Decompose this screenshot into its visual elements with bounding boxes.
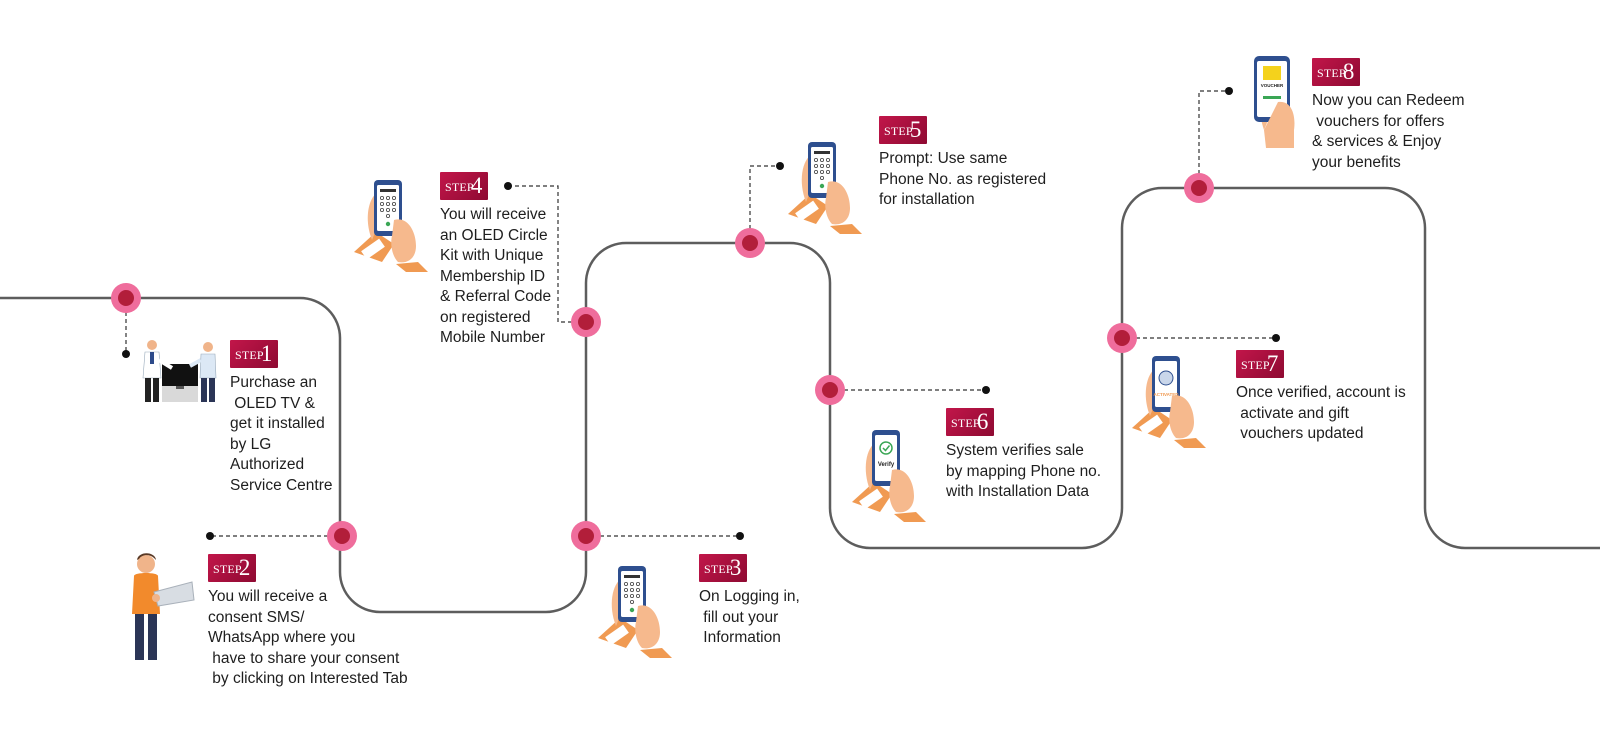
step-badge: STEP6: [946, 408, 995, 436]
leader-line-step5: [749, 165, 780, 243]
leader-end-dots: [122, 87, 1280, 540]
leader-dot-step5: [776, 162, 784, 170]
leader-dot-step1: [122, 350, 130, 358]
leader-dot-step3: [736, 532, 744, 540]
step-description: You will receive an OLED Circle Kit with…: [440, 206, 552, 346]
step-badge: STEP5: [879, 116, 928, 144]
svg-text:Verify: Verify: [878, 462, 895, 468]
step-4: STEP4 You will receive an OLED Circle Ki…: [440, 172, 551, 349]
leader-dot-step4: [504, 182, 512, 190]
step-badge: STEP8: [1312, 58, 1361, 86]
step-description: On Logging in, fill out your Information: [699, 588, 800, 646]
tv-installation-icon: [142, 340, 217, 402]
step-8: STEP8 Now you can Redeem vouchers for of…: [1312, 58, 1465, 173]
phone-voucher-icon: VOUCHER: [1254, 56, 1295, 148]
step-description: You will receive a consent SMS/ WhatsApp…: [208, 588, 408, 687]
phone-activated-icon: ACTIVATED: [1132, 356, 1206, 448]
path-node-step3: [571, 521, 601, 551]
svg-text:VOUCHER: VOUCHER: [1261, 83, 1284, 88]
phone-dialer-icon: [598, 566, 672, 658]
path-node-step5: [735, 228, 765, 258]
path-node-step8: [1184, 173, 1214, 203]
step-badge: STEP3: [699, 554, 748, 582]
step-badge: STEP2: [208, 554, 257, 582]
step-description: Prompt: Use same Phone No. as registered…: [879, 150, 1047, 208]
step-badge: STEP7: [1236, 350, 1285, 378]
step-description: Once verified, account is activate and g…: [1236, 384, 1406, 442]
step-1: STEP1 Purchase an OLED TV & get it insta…: [230, 340, 333, 496]
leader-dot-step8: [1225, 87, 1233, 95]
step-description: Purchase an OLED TV & get it installed b…: [230, 374, 333, 494]
leader-dot-step7: [1272, 334, 1280, 342]
step-3: STEP3 On Logging in, fill out your Infor…: [699, 554, 800, 649]
path-nodes: [111, 173, 1214, 551]
step-6: STEP6 System verifies sale by mapping Ph…: [946, 408, 1101, 503]
leader-line-step8: [1198, 90, 1229, 188]
path-node-step1: [111, 283, 141, 313]
step-2: STEP2 You will receive a consent SMS/ Wh…: [208, 554, 408, 690]
svg-text:ACTIVATED: ACTIVATED: [1153, 392, 1179, 397]
leader-dot-step2: [206, 532, 214, 540]
path-node-step4: [571, 307, 601, 337]
step-7: STEP7 Once verified, account is activate…: [1236, 350, 1406, 445]
man-with-laptop-icon: [132, 553, 195, 660]
path-node-step7: [1107, 323, 1137, 353]
step-description: System verifies sale by mapping Phone no…: [946, 442, 1102, 500]
phone-verify-icon: Verify: [852, 430, 926, 522]
path-node-step2: [327, 521, 357, 551]
path-node-step6: [815, 375, 845, 405]
step-badge: STEP1: [230, 340, 279, 368]
phone-dialer-icon: [788, 142, 862, 234]
step-badge: STEP4: [440, 172, 489, 200]
leader-dot-step6: [982, 386, 990, 394]
phone-dialer-icon: [354, 180, 428, 272]
step-description: Now you can Redeem vouchers for offers &…: [1312, 92, 1465, 171]
step-5: STEP5 Prompt: Use same Phone No. as regi…: [879, 116, 1046, 211]
